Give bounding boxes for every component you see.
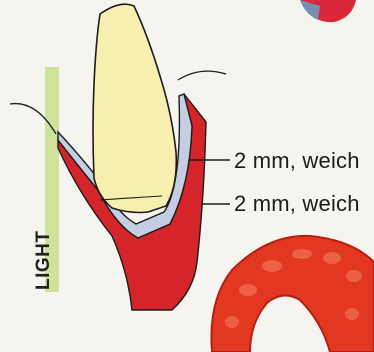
corner-model-image bbox=[300, 0, 356, 22]
gum-line-right bbox=[178, 71, 226, 80]
splint-photo bbox=[211, 236, 374, 352]
callout-lower-label: 2 mm, weich bbox=[234, 191, 360, 217]
light-label: LIGHT bbox=[33, 231, 55, 291]
callout-upper-label: 2 mm, weich bbox=[234, 148, 360, 174]
tooth bbox=[93, 4, 176, 212]
